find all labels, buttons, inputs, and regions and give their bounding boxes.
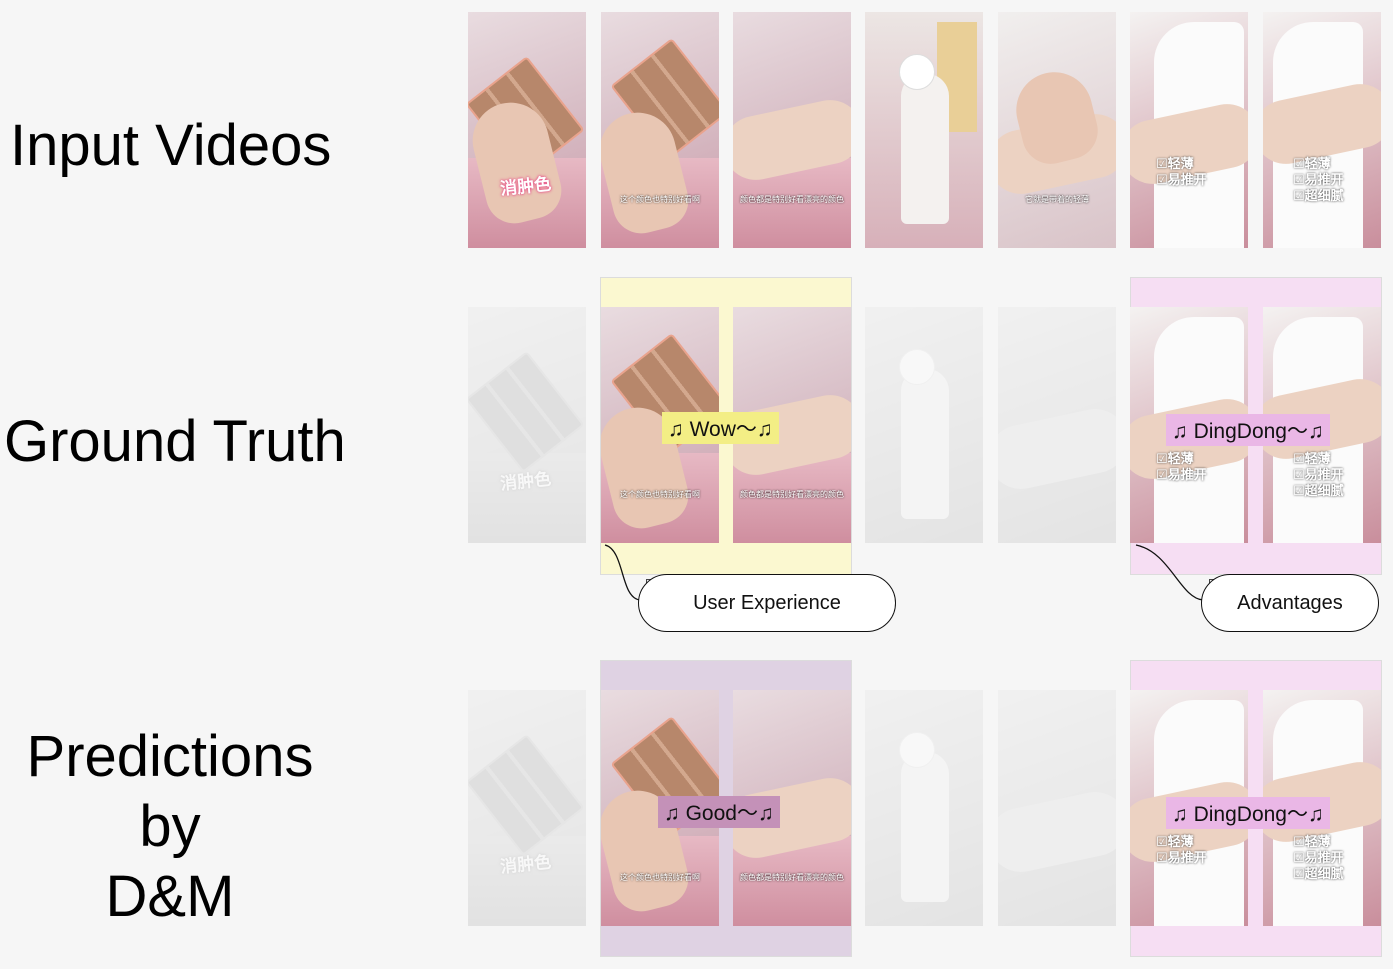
- predictions-line-2: by: [139, 794, 201, 859]
- gt-frame-4: [865, 307, 983, 543]
- check-item: ☑轻薄: [1156, 451, 1194, 466]
- video-frame-4: [865, 12, 983, 248]
- gt-sound-label-2: ♫ DingDong～♫: [1166, 414, 1330, 446]
- person: [901, 752, 949, 902]
- arm: [998, 403, 1116, 495]
- blurred-face-icon: [899, 732, 935, 768]
- pred-sound-label-2: ♫ DingDong～♫: [1166, 797, 1330, 829]
- frame-caption: 颜色都是特别好看漂亮的颜色: [740, 873, 844, 882]
- video-frame-6: ☑轻薄 ☑易推开: [1130, 12, 1248, 248]
- pred-frame-5: [998, 690, 1116, 926]
- video-frame-2: 这个颜色也特别好看啊: [601, 12, 719, 248]
- blurred-face-icon: [899, 54, 935, 90]
- video-frame-5: 它就是带着的轻薄: [998, 12, 1116, 248]
- check-item: ☑轻薄: [1293, 834, 1331, 849]
- frame-caption: 这个颜色也特别好看啊: [620, 873, 700, 882]
- frame-caption: 颜色都是特别好看漂亮的颜色: [740, 195, 844, 204]
- row-label-input: Input Videos: [10, 113, 332, 178]
- frame-checklist: ☑轻薄 ☑易推开 ☑超细腻: [1293, 834, 1344, 882]
- check-item: ☑超细腻: [1293, 483, 1344, 498]
- check-item: ☑超细腻: [1293, 866, 1344, 881]
- frame-checklist: ☑轻薄 ☑易推开 ☑超细腻: [1293, 451, 1344, 499]
- predictions-line-3: D&M: [105, 864, 235, 929]
- frame-caption: 这个颜色也特别好看啊: [620, 490, 700, 499]
- frame-checklist: ☑轻薄 ☑易推开: [1156, 156, 1207, 188]
- row-label-ground-truth: Ground Truth: [4, 409, 346, 474]
- row-label-predictions: Predictions by D&M: [20, 722, 320, 932]
- check-item: ☑轻薄: [1293, 156, 1331, 171]
- frame-checklist: ☑轻薄 ☑易推开: [1156, 834, 1207, 866]
- frame-caption: 它就是带着的轻薄: [1025, 195, 1089, 204]
- blurred-face-icon: [899, 349, 935, 385]
- check-item: ☑轻薄: [1293, 451, 1331, 466]
- frame-checklist: ☑轻薄 ☑易推开 ☑超细腻: [1293, 156, 1344, 204]
- predictions-line-1: Predictions: [26, 724, 314, 789]
- video-frame-3: 颜色都是特别好看漂亮的颜色: [733, 12, 851, 248]
- frame-caption-pink: 消肿色: [499, 469, 553, 494]
- gt-frame-1: 消肿色: [468, 307, 586, 543]
- person: [901, 74, 949, 224]
- check-item: ☑易推开: [1293, 850, 1344, 865]
- pred-frame-4: [865, 690, 983, 926]
- arm: [998, 786, 1116, 878]
- callout-user-experience: User Experience: [638, 574, 896, 632]
- gt-frame-5: [998, 307, 1116, 543]
- frame-caption-pink: 消肿色: [499, 852, 553, 877]
- frame-caption: 这个颜色也特别好看啊: [620, 195, 700, 204]
- pred-frame-1: 消肿色: [468, 690, 586, 926]
- person: [901, 369, 949, 519]
- check-item: ☑易推开: [1293, 467, 1344, 482]
- check-item: ☑轻薄: [1156, 834, 1194, 849]
- video-frame-1: 消肿色: [468, 12, 586, 248]
- check-item: ☑易推开: [1156, 172, 1207, 187]
- pred-sound-label-1: ♫ Good～♫: [658, 796, 780, 828]
- check-item: ☑超细腻: [1293, 188, 1344, 203]
- check-item: ☑易推开: [1156, 850, 1207, 865]
- frame-caption: 颜色都是特别好看漂亮的颜色: [740, 490, 844, 499]
- gt-sound-label-1: ♫ Wow～♫: [662, 412, 779, 444]
- video-frame-7: ☑轻薄 ☑易推开 ☑超细腻: [1263, 12, 1381, 248]
- callout-advantages: Advantages: [1201, 574, 1379, 632]
- frame-checklist: ☑轻薄 ☑易推开: [1156, 451, 1207, 483]
- check-item: ☑易推开: [1156, 467, 1207, 482]
- check-item: ☑轻薄: [1156, 156, 1194, 171]
- frame-caption-pink: 消肿色: [499, 174, 553, 199]
- check-item: ☑易推开: [1293, 172, 1344, 187]
